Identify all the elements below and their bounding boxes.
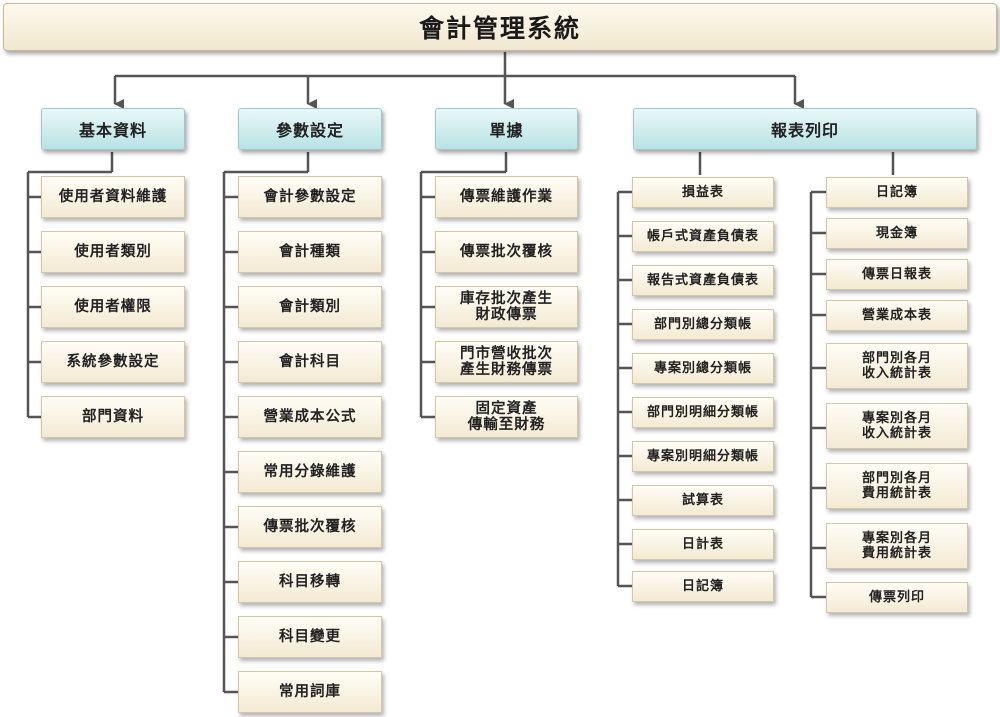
menu-item[interactable]: 庫存批次產生 財政傳票 [435, 286, 578, 328]
report-item[interactable]: 現金簿 [826, 218, 968, 249]
report-item[interactable]: 日記簿 [826, 177, 968, 208]
report-item[interactable]: 損益表 [632, 177, 774, 208]
page-title: 會計管理系統 [3, 3, 997, 51]
report-item[interactable]: 部門別明細分類帳 [632, 397, 774, 428]
header-basic-data[interactable]: 基本資料 [41, 108, 185, 150]
menu-item[interactable]: 會計類別 [238, 286, 382, 328]
report-item[interactable]: 帳戶式資產負債表 [632, 221, 774, 252]
report-item[interactable]: 傳票日報表 [826, 259, 968, 290]
menu-item[interactable]: 使用者權限 [41, 286, 185, 328]
menu-item[interactable]: 會計參數設定 [238, 176, 382, 218]
report-item[interactable]: 營業成本表 [826, 300, 968, 331]
report-item[interactable]: 部門別各月 收入統計表 [826, 343, 968, 389]
report-item[interactable]: 日計表 [632, 529, 774, 560]
report-item[interactable]: 日記簿 [632, 571, 774, 602]
report-item[interactable]: 試算表 [632, 485, 774, 516]
report-item[interactable]: 傳票列印 [826, 582, 968, 613]
menu-item[interactable]: 使用者類別 [41, 231, 185, 273]
menu-item[interactable]: 傳票批次覆核 [238, 506, 382, 548]
menu-item[interactable]: 系統參數設定 [41, 341, 185, 383]
menu-item[interactable]: 固定資產 傳輸至財務 [435, 396, 578, 438]
report-item[interactable]: 部門別各月 費用統計表 [826, 463, 968, 509]
report-item[interactable]: 專案別各月 費用統計表 [826, 523, 968, 569]
menu-item[interactable]: 傳票維護作業 [435, 176, 578, 218]
report-item[interactable]: 報告式資產負債表 [632, 265, 774, 296]
report-item[interactable]: 部門別總分類帳 [632, 309, 774, 340]
menu-item[interactable]: 常用分錄維護 [238, 451, 382, 493]
menu-item[interactable]: 會計科目 [238, 341, 382, 383]
menu-item[interactable]: 部門資料 [41, 396, 185, 438]
menu-item[interactable]: 營業成本公式 [238, 396, 382, 438]
menu-item[interactable]: 會計種類 [238, 231, 382, 273]
menu-item[interactable]: 傳票批次覆核 [435, 231, 578, 273]
menu-item[interactable]: 科目移轉 [238, 561, 382, 603]
report-item[interactable]: 專案別明細分類帳 [632, 441, 774, 472]
report-item[interactable]: 專案別總分類帳 [632, 353, 774, 384]
menu-item[interactable]: 門市營收批次 產生財務傳票 [435, 341, 578, 383]
header-report-printing[interactable]: 報表列印 [633, 108, 977, 150]
menu-item[interactable]: 科目變更 [238, 616, 382, 658]
header-parameter-settings[interactable]: 參數設定 [238, 108, 382, 150]
header-documents[interactable]: 單據 [435, 108, 578, 150]
report-item[interactable]: 專案別各月 收入統計表 [826, 403, 968, 449]
menu-item[interactable]: 常用詞庫 [238, 671, 382, 713]
menu-item[interactable]: 使用者資料維護 [41, 176, 185, 218]
